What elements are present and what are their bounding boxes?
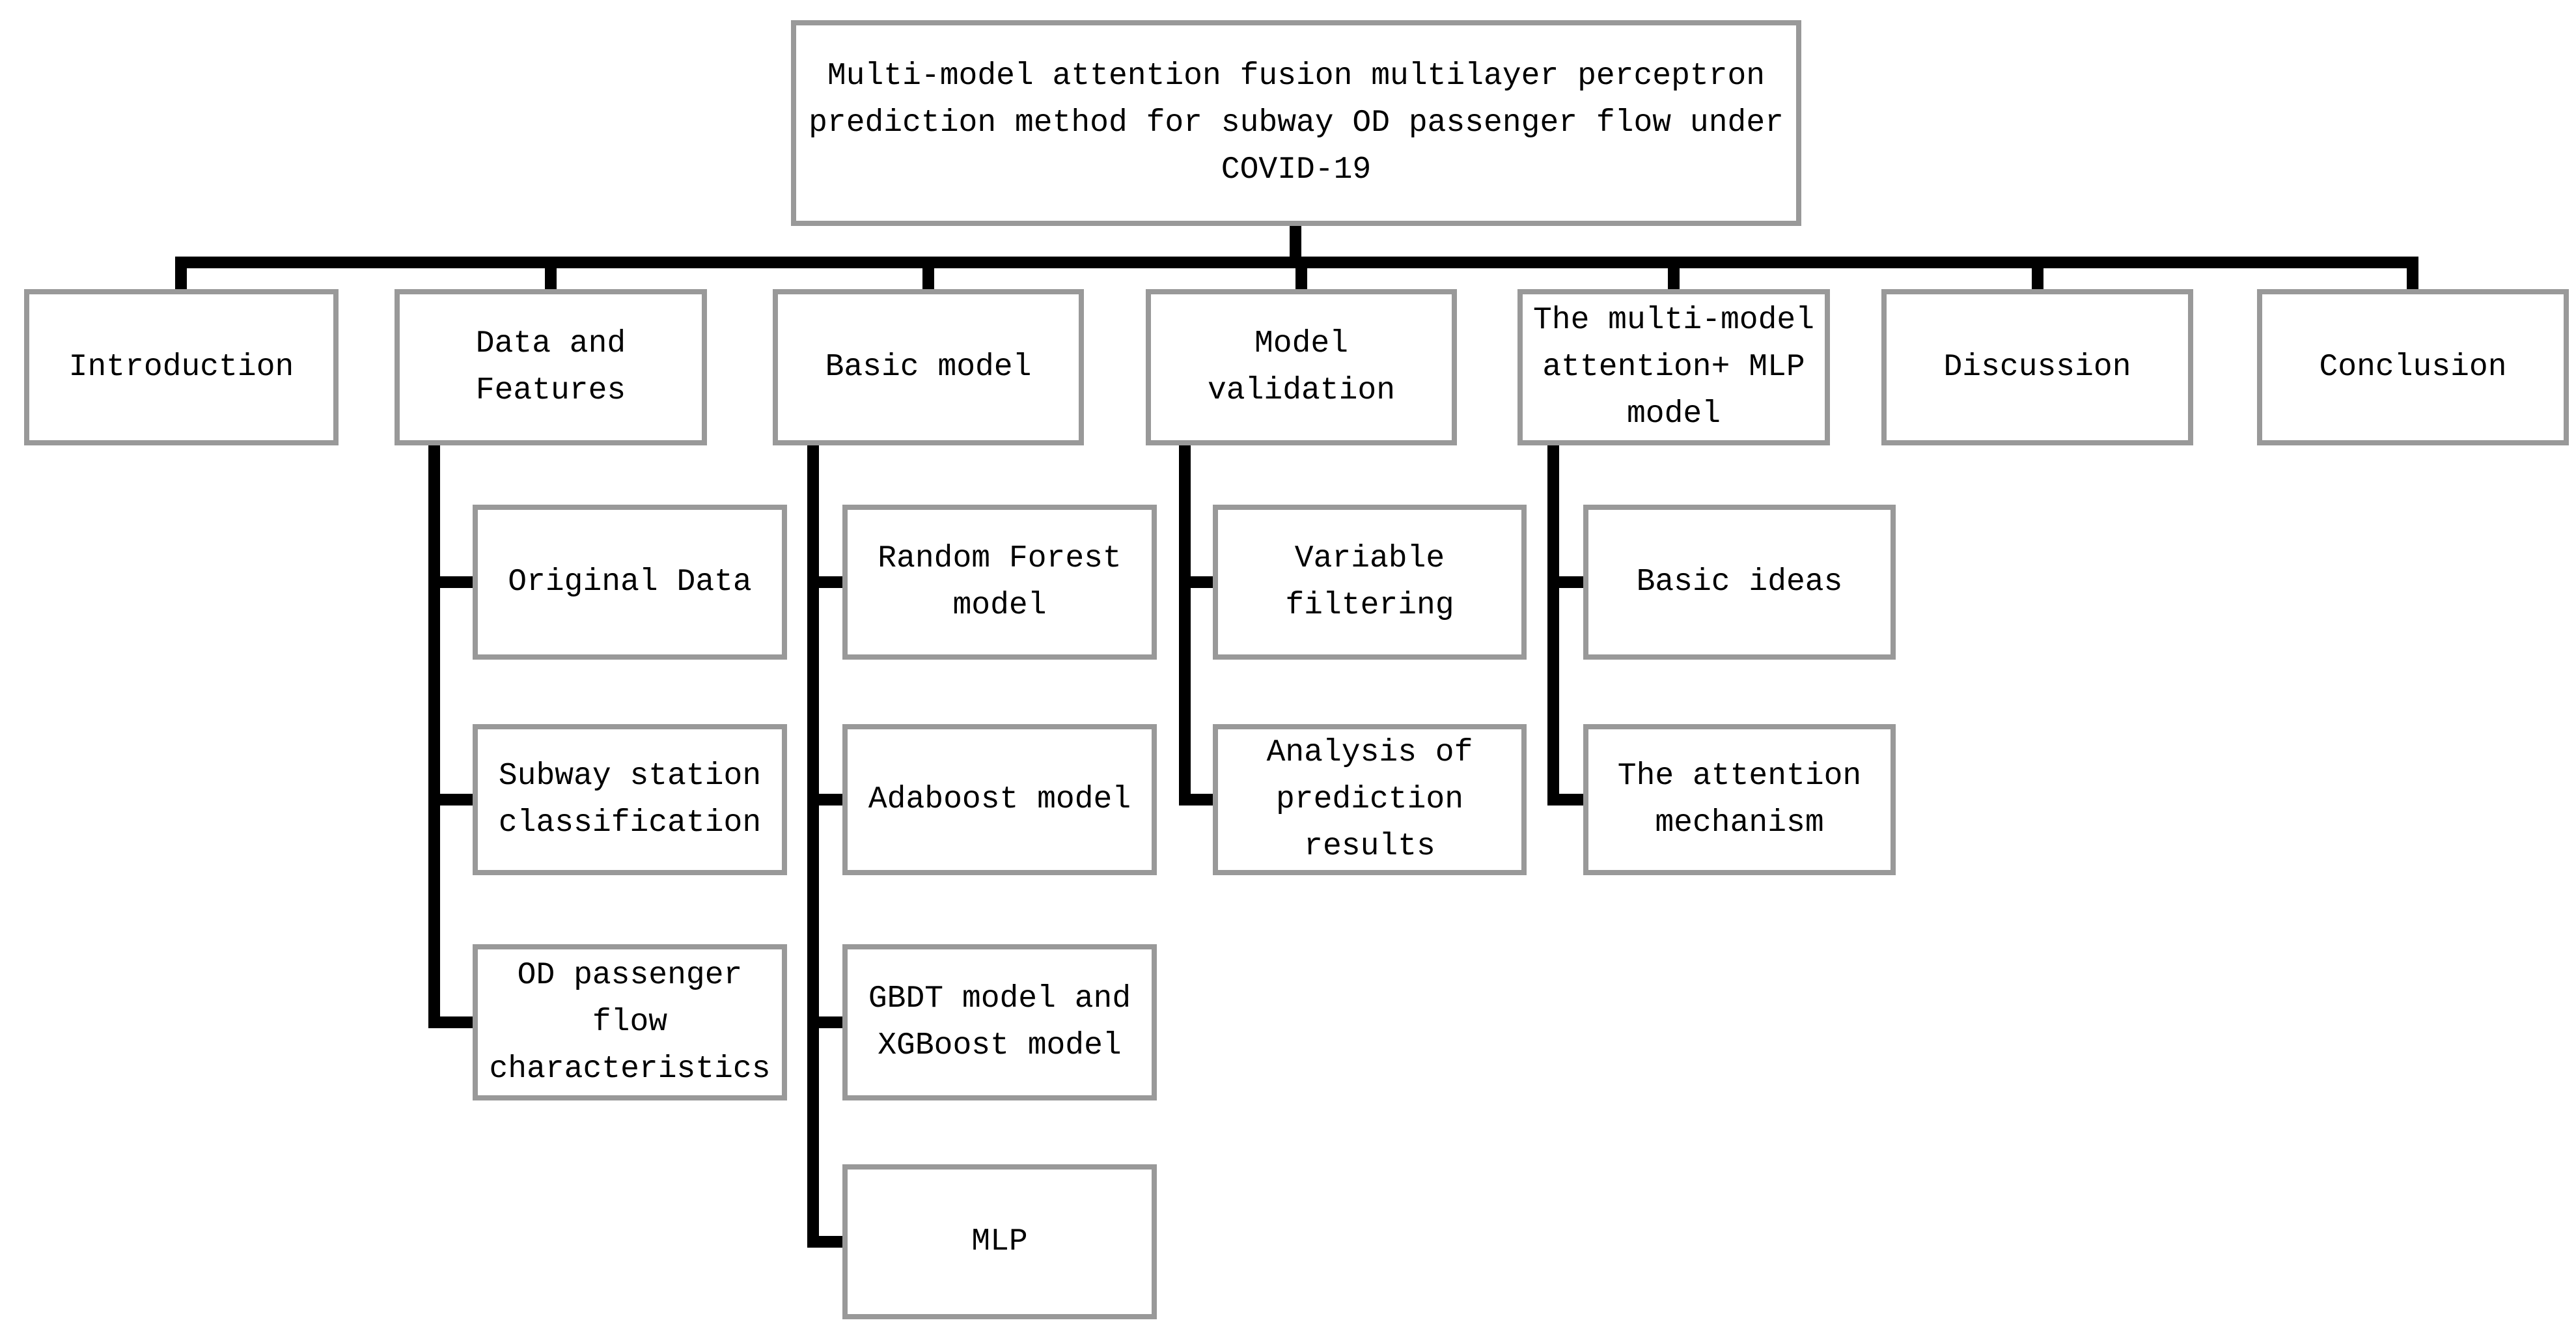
connector-branch-basic-model [807,445,819,1248]
connector-stub-data-and-features [545,268,557,289]
connector-stub-multi-model [1668,268,1680,289]
subsection-box-original-data: Original Data [473,505,787,660]
connector-stub-basic-ideas [1547,576,1583,588]
connector-stub-variable-filtering [1179,576,1213,588]
subsection-box-gbdt-xgboost-model: GBDT model and XGBoost model [842,944,1157,1100]
subsection-box-the-attention-mechanism: The attention mechanism [1583,724,1896,875]
section-box-conclusion: Conclusion [2257,289,2569,445]
connector-stub-discussion [2032,268,2043,289]
connector-stub-mlp [807,1236,842,1248]
subsection-box-analysis-of-prediction-results: Analysis of prediction results [1213,724,1527,875]
connector-branch-data-and-features [428,445,440,1028]
section-box-basic-model: Basic model [773,289,1084,445]
connector-stub-attention-mechanism [1547,794,1583,806]
section-box-model-validation: Model validation [1146,289,1457,445]
section-box-multi-model-attention-mlp: The multi-model attention+ MLP model [1517,289,1830,445]
connector-stub-original-data [428,576,473,588]
connector-title-stub [1290,226,1301,257]
subsection-box-variable-filtering: Variable filtering [1213,505,1527,660]
connector-stub-od-passenger-flow [428,1016,473,1028]
subsection-box-mlp: MLP [842,1164,1157,1319]
subsection-box-subway-station-classification: Subway station classification [473,724,787,875]
section-box-discussion: Discussion [1881,289,2193,445]
connector-stub-gbdt-xgboost [807,1016,842,1028]
title-box: Multi-model attention fusion multilayer … [791,20,1801,226]
connector-stub-analysis-prediction [1179,794,1213,806]
connector-branch-model-validation [1179,445,1191,806]
subsection-box-basic-ideas: Basic ideas [1583,505,1896,660]
connector-stub-adaboost [807,794,842,806]
subsection-box-od-passenger-flow-characteristics: OD passenger flow characteristics [473,944,787,1100]
connector-stub-model-validation [1295,268,1307,289]
section-box-data-and-features: Data and Features [395,289,707,445]
connector-trunk-horizontal [175,257,2418,268]
connector-stub-introduction [175,268,187,289]
subsection-box-random-forest-model: Random Forest model [842,505,1157,660]
connector-stub-basic-model [922,268,934,289]
connector-stub-random-forest [807,576,842,588]
connector-stub-conclusion [2407,268,2418,289]
connector-branch-multi-model [1547,445,1559,806]
subsection-box-adaboost-model: Adaboost model [842,724,1157,875]
connector-stub-subway-station-classification [428,794,473,806]
section-box-introduction: Introduction [24,289,339,445]
